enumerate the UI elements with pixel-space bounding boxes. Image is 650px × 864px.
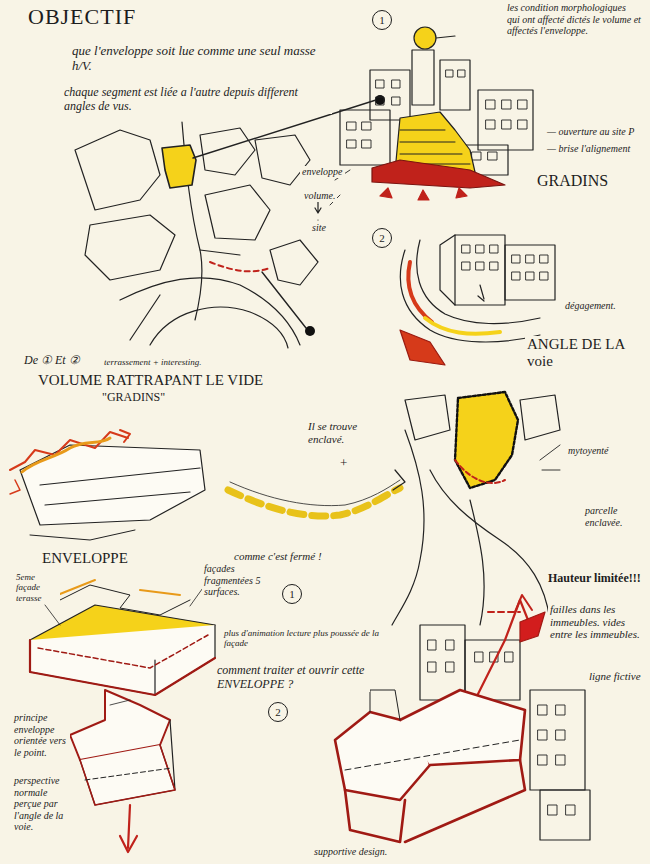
- handwritten-note: chaque segment est liée a l'autre depuis…: [62, 86, 332, 114]
- handwritten-note: volume.: [302, 190, 337, 202]
- handwritten-note: VOLUME RATTRAPANT LE VIDE: [36, 372, 265, 389]
- principle-sketch: [70, 690, 175, 852]
- enclave-map: [392, 392, 560, 625]
- callout-number: 2: [275, 706, 281, 718]
- callout-circle: 2: [268, 702, 288, 722]
- handwritten-note: De ① Et ②: [22, 354, 82, 368]
- handwritten-note: supportive design.: [312, 846, 389, 858]
- gradins-sketch: [330, 27, 533, 205]
- handwritten-note: les condition morphologiques qui ont aff…: [505, 2, 643, 37]
- handwritten-note: site: [310, 222, 328, 234]
- handwritten-note: terrassement + interesting.: [102, 357, 203, 367]
- callout-circle: 1: [282, 584, 302, 604]
- handwritten-note: dégagement.: [563, 300, 618, 312]
- callout-number: 2: [379, 232, 385, 244]
- handwritten-note: plus d'animation lecture plus poussée de…: [222, 628, 387, 649]
- page-title: OBJECTIF: [26, 4, 138, 30]
- callout-number: 1: [289, 588, 295, 600]
- site-map: [75, 95, 385, 348]
- handwritten-note: comment traiter et ouvrir cette ENVELOPP…: [215, 664, 370, 692]
- closed-curve: [228, 470, 405, 516]
- volume-sketch: [10, 430, 205, 540]
- handwritten-note: Hauteur limitée!!!: [546, 572, 643, 586]
- handwritten-note: ANGLE DE LA voie: [525, 336, 640, 371]
- callout-number: 1: [379, 14, 385, 26]
- handwritten-note: ENVELOPPE: [40, 550, 130, 567]
- handwritten-note: que l'enveloppe soit lue comme une seul …: [70, 44, 340, 74]
- handwritten-note: enveloppe: [300, 166, 345, 178]
- handwritten-note: 5eme façade terasse: [14, 572, 60, 603]
- callout-circle: 2: [372, 228, 392, 248]
- handwritten-note: façades fragmentées 5 surfaces.: [202, 563, 280, 598]
- handwritten-note: "GRADINS": [100, 391, 167, 405]
- handwritten-note: mytoyenté: [566, 445, 611, 457]
- handwritten-note: — brise l'alignement: [545, 143, 645, 155]
- handwritten-note: ligne fictive: [587, 670, 645, 683]
- handwritten-note: +: [338, 456, 349, 471]
- callout-circle: 1: [372, 10, 392, 30]
- handwritten-note: principe enveloppe orientée vers le poin…: [12, 712, 70, 758]
- handwritten-note: Il se trouve enclavé.: [306, 420, 378, 445]
- handwritten-note: parcelle enclavée.: [583, 505, 645, 528]
- handwritten-note: GRADINS: [535, 172, 610, 190]
- handwritten-note: comme c'est fermé !: [232, 550, 324, 563]
- handwritten-note: — ouverture au site P: [545, 126, 645, 138]
- handwritten-note: perspective normale perçue par l'angle d…: [12, 775, 74, 833]
- handwritten-note: failles dans les immeubles. vides entre …: [548, 603, 645, 641]
